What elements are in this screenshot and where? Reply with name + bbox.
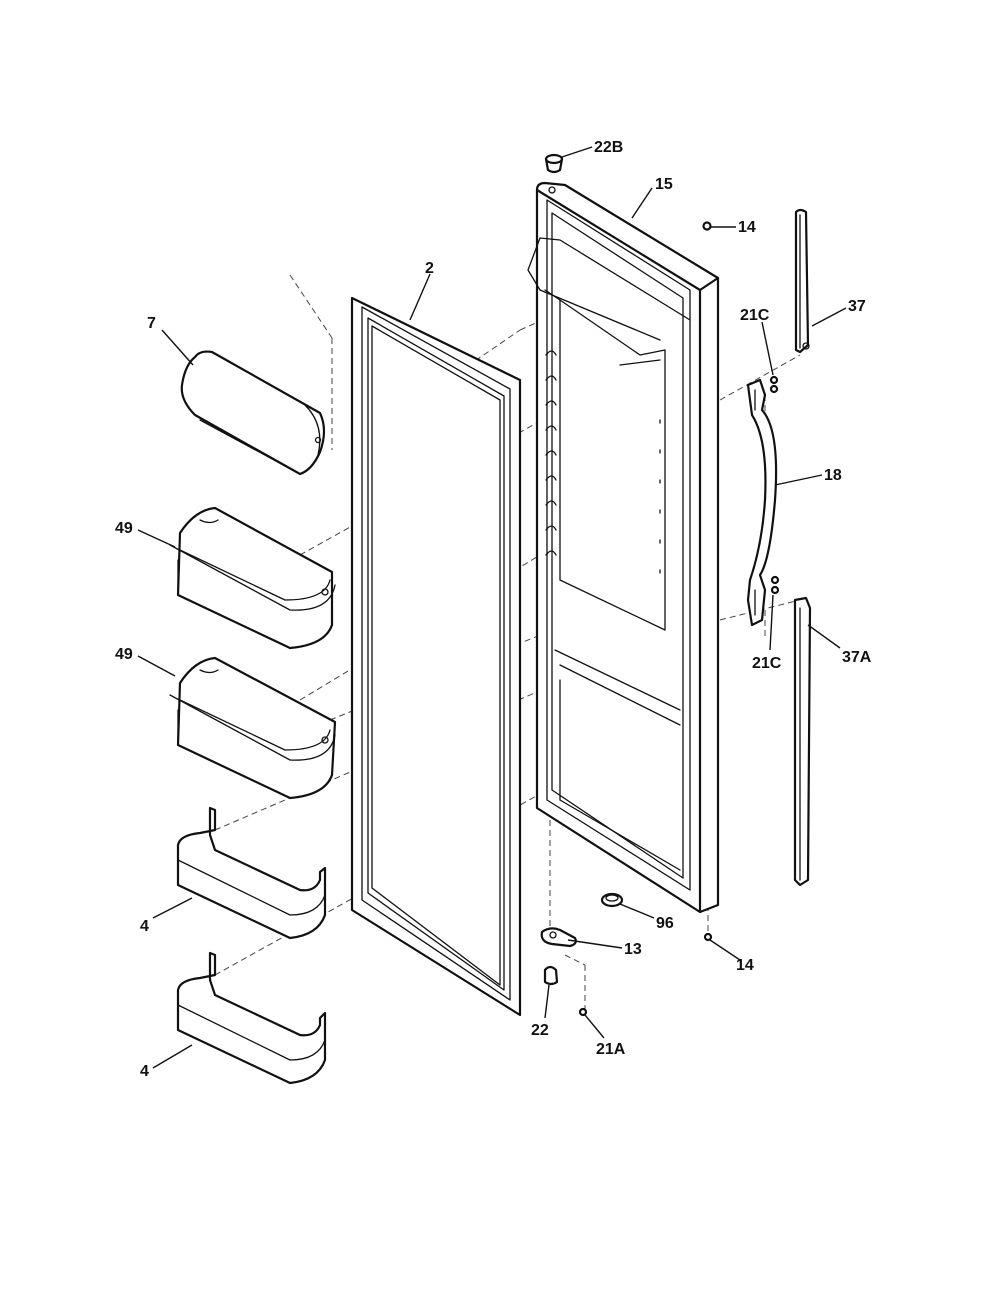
callout-22: 22 (531, 1022, 549, 1039)
handle-trim-bottom-part (793, 596, 812, 887)
callout-49-upper: 49 (115, 520, 133, 537)
door-plug-part (600, 892, 624, 908)
handle-trim-top-part (794, 208, 810, 354)
callout-2: 2 (425, 260, 434, 277)
hinge-bushing-part (543, 965, 559, 986)
callout-21a: 21A (596, 1041, 626, 1058)
door-handle-part (746, 378, 778, 627)
callout-21c-bottom: 21C (752, 655, 782, 672)
hinge-bracket-part (540, 927, 577, 948)
callout-21c-top: 21C (740, 307, 770, 324)
door-shelf-lower-part (176, 951, 327, 1085)
door-gasket-part (350, 296, 522, 1017)
hinge-screw-part (578, 1007, 588, 1017)
callout-4-upper: 4 (140, 918, 149, 935)
door-bin-lower-part (169, 656, 337, 800)
leader-lines (137, 146, 847, 1069)
screw-top-part (702, 221, 712, 231)
callout-labels: 22B 15 14 2 37 7 21C 18 49 21C 37A 49 96… (115, 139, 872, 1080)
callout-96: 96 (656, 915, 674, 932)
door-shelf-upper-part (176, 806, 327, 940)
handle-screws-top-part (769, 375, 779, 394)
screw-bottom-part (703, 932, 713, 942)
plug-cap-part (544, 153, 564, 174)
handle-screws-bottom-part (770, 575, 780, 595)
callout-14-bottom: 14 (736, 957, 754, 974)
callout-22b: 22B (594, 139, 623, 156)
door-body-part (527, 181, 720, 914)
callout-49-lower: 49 (115, 646, 133, 663)
callout-37: 37 (848, 298, 866, 315)
dairy-bin-part (180, 350, 326, 476)
callout-37a: 37A (842, 649, 872, 666)
callout-4-lower: 4 (140, 1063, 149, 1080)
callout-15: 15 (655, 176, 673, 193)
callout-13: 13 (624, 941, 642, 958)
callout-18: 18 (824, 467, 842, 484)
callout-7: 7 (147, 315, 156, 332)
door-bin-upper-part (169, 506, 336, 650)
callout-14-top: 14 (738, 219, 756, 236)
